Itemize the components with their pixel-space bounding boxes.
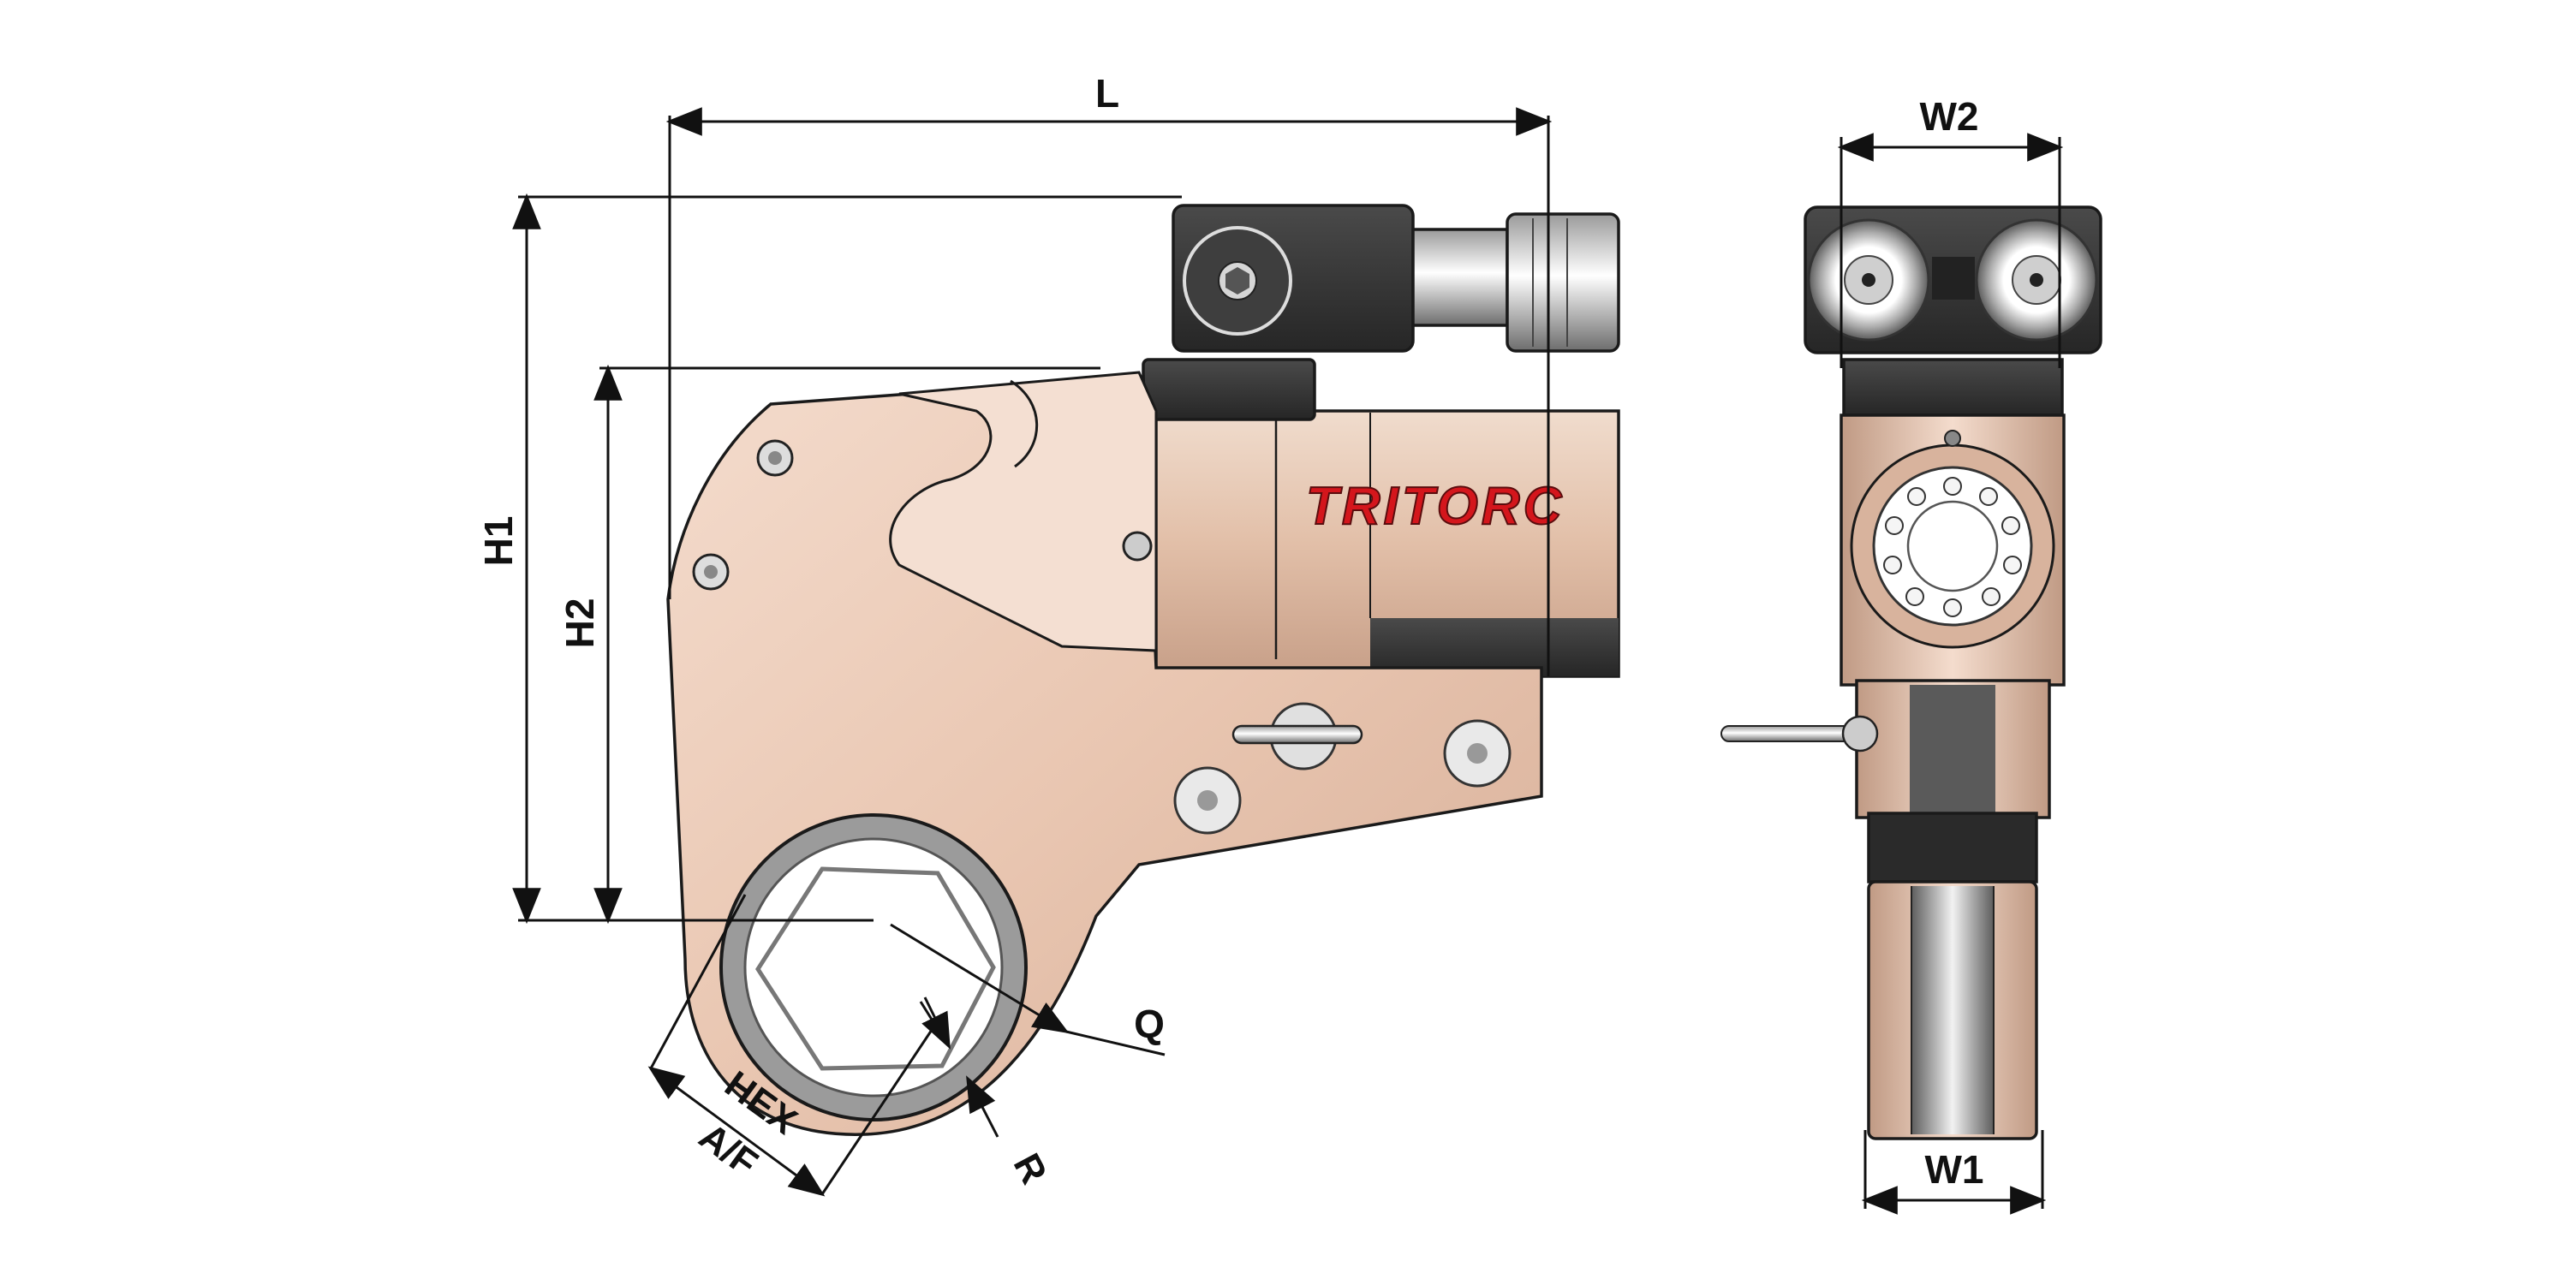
hex-insert [755,866,996,1071]
label-W2: W2 [1920,94,1979,139]
label-Q: Q [1134,1002,1165,1046]
label-L: L [1095,71,1119,116]
label-W1: W1 [1925,1147,1984,1192]
front-band [1867,812,2038,883]
swivel-neck [1411,228,1509,327]
dimension-lines [512,107,2064,1215]
label-H2: H2 [558,598,602,649]
label-AF: A/F [691,1115,765,1185]
cap-bolts [1883,477,2022,617]
hose-coupler [1506,212,1620,353]
link-plate [889,371,1158,652]
tool-side-view: TRITORC [666,204,1620,1136]
swivel-base-block [1142,358,1316,421]
label-R: R [1005,1147,1055,1191]
label-H1: H1 [476,516,521,567]
tool-front-view [1720,205,2102,1140]
brand-logo: TRITORC [1306,477,1565,536]
front-neck [1842,358,2064,417]
pin-handle [1231,724,1363,745]
